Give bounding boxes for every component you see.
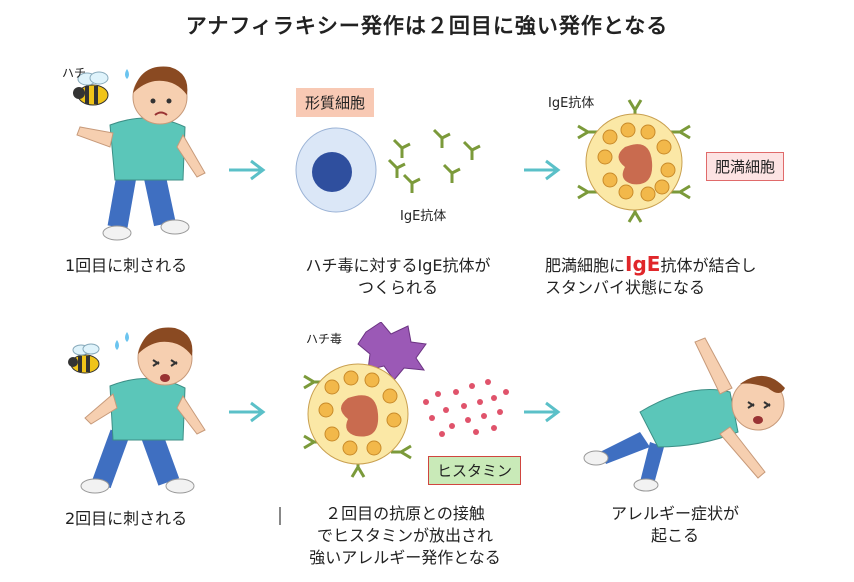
caption-antibody-production: ハチ毒に対するIgE抗体が つくられる <box>283 255 513 299</box>
arrow-right-icon <box>227 400 267 424</box>
arrow-right-icon <box>227 158 267 182</box>
caption-standby-post: 抗体が結合し <box>660 256 757 275</box>
arrow-right-icon <box>522 158 562 182</box>
caption-antibody-production-line2: つくられる <box>357 278 438 297</box>
caption-symptoms-line2: 起こる <box>650 526 699 545</box>
mast-cell-illustration <box>570 92 700 227</box>
caption-standby-line2: スタンバイ状態になる <box>545 278 706 297</box>
mast-cell-label: 肥満細胞 <box>706 152 785 181</box>
caption-histamine-release-line3: 強いアレルギー発作となる <box>309 548 501 567</box>
boy-stung-first-illustration <box>55 55 225 250</box>
caption-standby-line1: 肥満細胞にIgE抗体が結合し <box>545 253 805 277</box>
ige-antibody-label: IgE抗体 <box>400 209 447 224</box>
caption-second-sting: 2回目に刺される <box>65 509 188 528</box>
plasma-cell-label: 形質細胞 <box>296 88 375 117</box>
mast-cell-degranulation-illustration <box>296 322 546 482</box>
boy-collapsed-illustration <box>580 322 820 492</box>
venom-label: ハチ毒 <box>306 332 343 346</box>
page-title: アナフィラキシー発作は２回目に強い発作となる <box>185 14 669 38</box>
histamine-label: ヒスタミン <box>428 456 522 485</box>
caption-first-sting: 1回目に刺される <box>65 256 188 275</box>
caption-antibody-production-line1: ハチ毒に対するIgE抗体が <box>305 256 491 275</box>
arrow-right-icon <box>522 400 562 424</box>
caption-symptoms: アレルギー症状が 起こる <box>585 503 765 547</box>
divider <box>279 507 281 525</box>
caption-standby: 肥満細胞にIgE抗体が結合し スタンバイ状態になる <box>545 253 805 299</box>
caption-histamine-release: ２回目の抗原との接触 でヒスタミンが放出され 強いアレルギー発作となる <box>285 503 525 569</box>
plasma-cell-illustration <box>294 120 494 220</box>
caption-standby-ige-highlight: IgE <box>625 252 661 276</box>
caption-symptoms-line1: アレルギー症状が <box>610 504 739 523</box>
bee-label: ハチ <box>62 66 87 80</box>
caption-histamine-release-line2: でヒスタミンが放出され <box>316 526 493 545</box>
caption-histamine-release-line1: ２回目の抗原との接触 <box>325 504 485 523</box>
ige-antibody-label-2: IgE抗体 <box>548 96 595 111</box>
caption-standby-pre: 肥満細胞に <box>545 256 626 275</box>
boy-stung-second-illustration <box>55 318 225 503</box>
